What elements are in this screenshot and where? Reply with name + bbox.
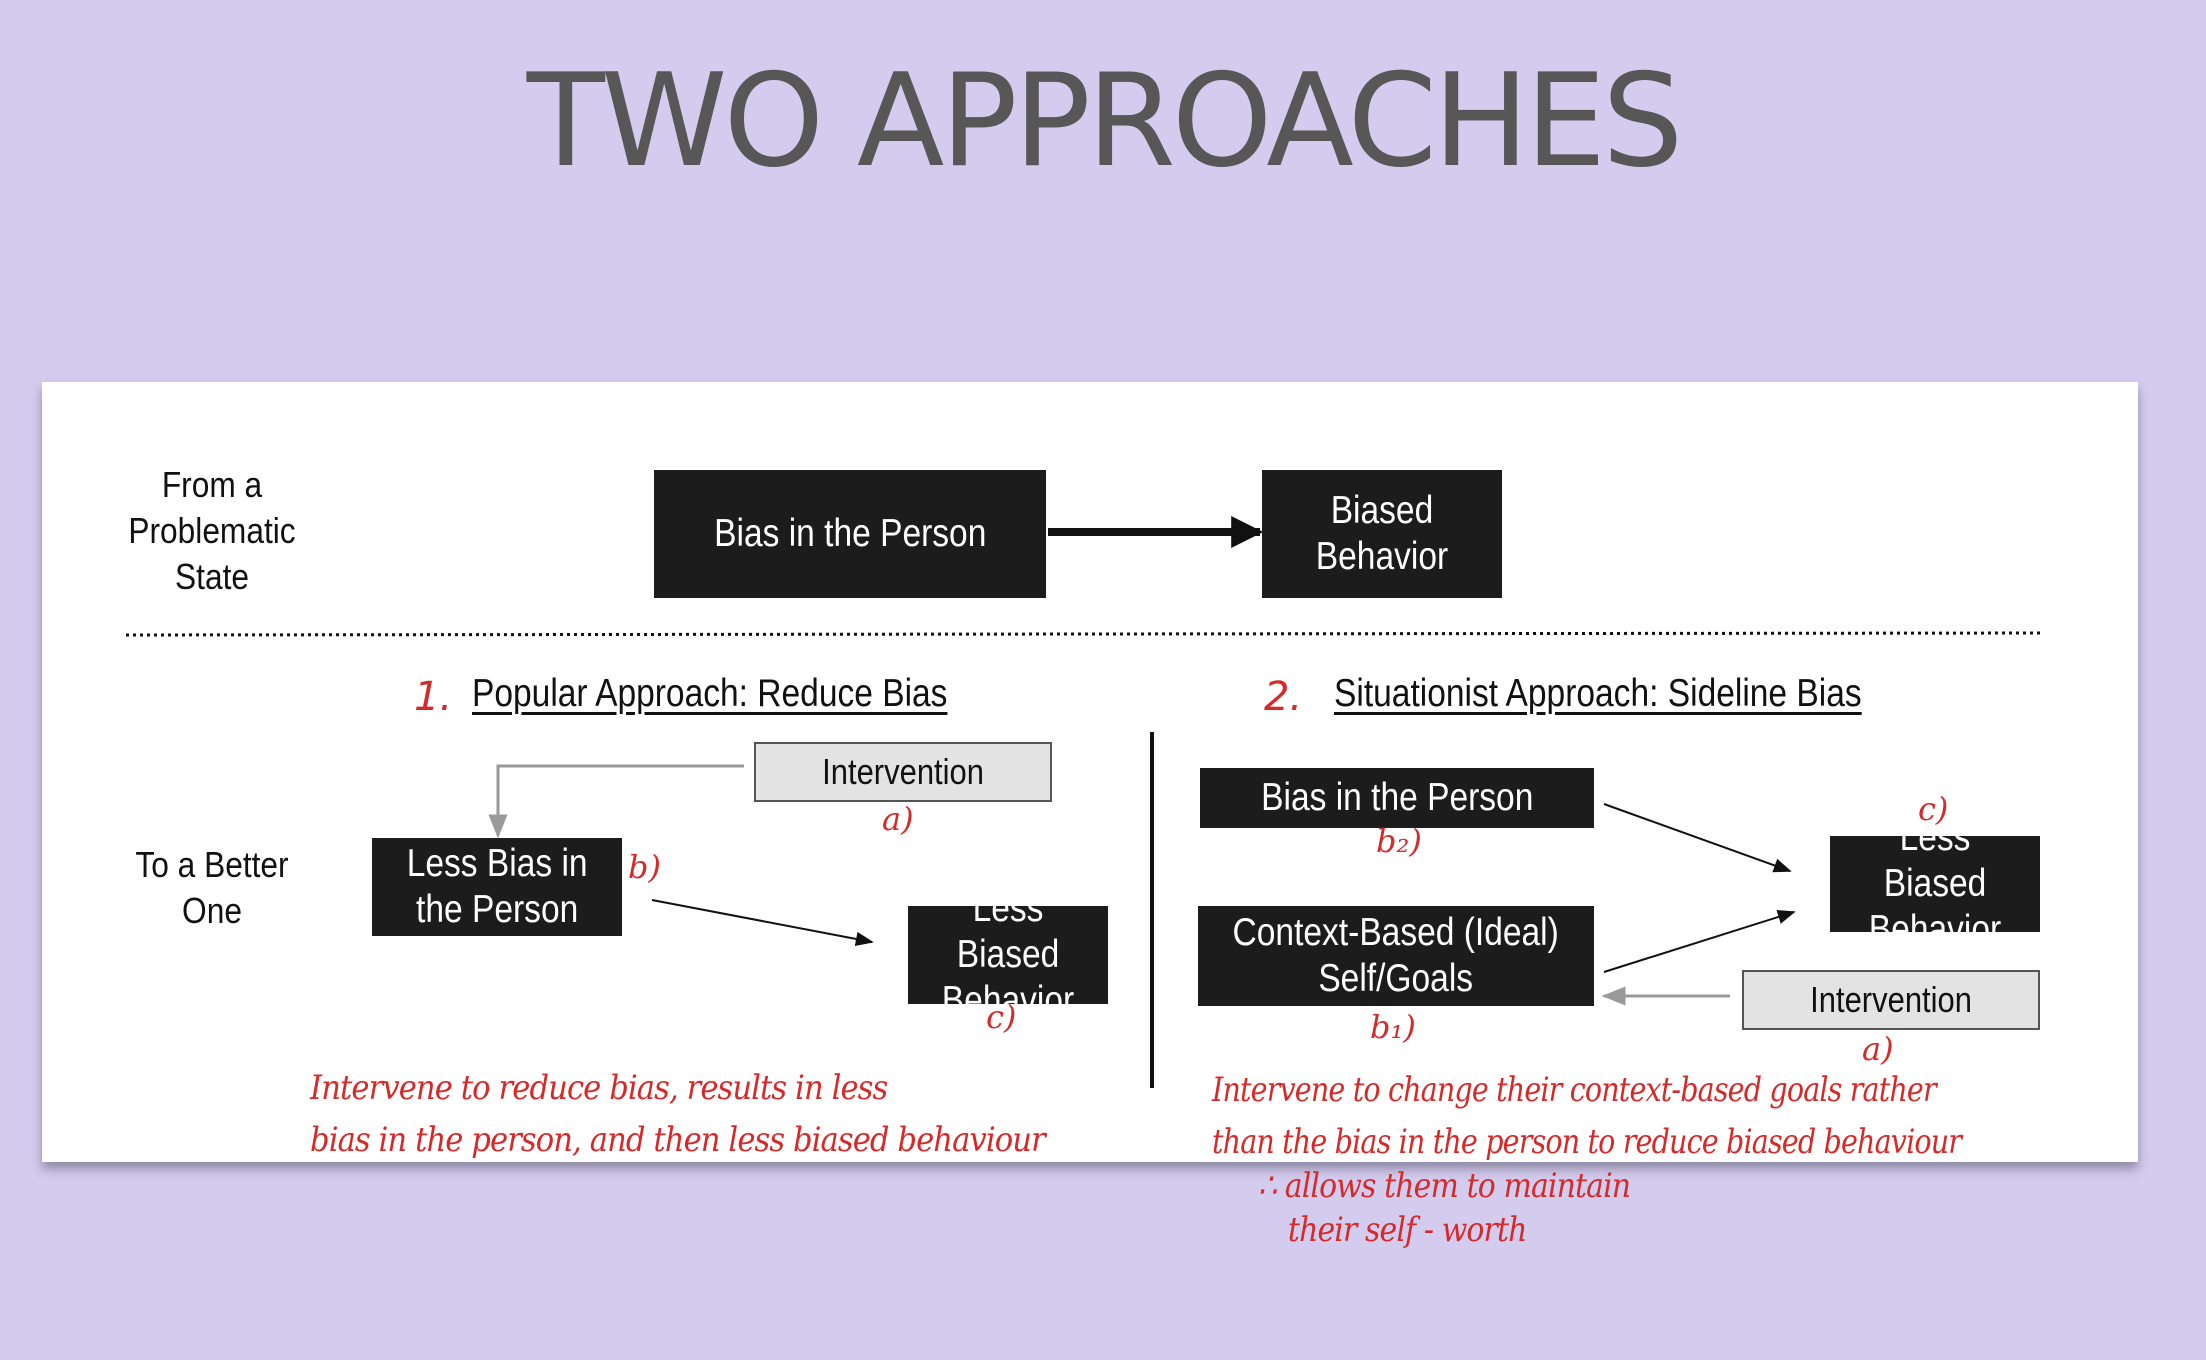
connector-arrows: [125, 516, 2045, 1088]
to-state-label: To a Better One: [135, 844, 289, 931]
approach2-annotation-therefore: ∴ allows them to maintain their self - w…: [1258, 1166, 1631, 1250]
approach2-annotation: Intervene to change their context-based …: [1212, 1070, 1962, 1162]
arrow-bias-person-to-outcome: [1603, 803, 1792, 873]
approach2-heading: Situationist Approach: Sideline Bias: [1334, 672, 1862, 715]
arrow-less-bias-to-less-biased: [651, 899, 874, 947]
arrow-intervention-to-less-bias: [488, 764, 744, 839]
approach2-context-box: Context-Based (Ideal)Self/Goals: [1198, 906, 1594, 1006]
approach1-intervention-box: Intervention: [754, 742, 1052, 802]
approach2-tag-c: c): [1918, 790, 1949, 828]
slide-title: TWO APPROACHES: [526, 47, 1684, 196]
approach2-number: 2.: [1264, 674, 1303, 720]
arrow-context-to-outcome: [1603, 910, 1796, 973]
approach2-tag-b1: b₁): [1370, 1008, 1416, 1046]
approach2-tag-b2: b₂): [1376, 822, 1422, 860]
approach1-tag-c: c): [986, 998, 1017, 1036]
approach1-number: 1.: [414, 674, 453, 720]
approach1-tag-b: b): [628, 848, 661, 886]
approach1-heading: Popular Approach: Reduce Bias: [472, 672, 948, 715]
approach2-bias-in-person-box: Bias in the Person: [1200, 768, 1594, 828]
approach2-tag-a: a): [1862, 1030, 1894, 1068]
approach1-annotation: Intervene to reduce bias, results in les…: [310, 1068, 1046, 1160]
approach1-tag-a: a): [882, 800, 914, 838]
from-state-label: From a Problematic State: [128, 464, 296, 597]
dotted-divider: [125, 631, 2045, 637]
approach2-intervention-box: Intervention: [1742, 970, 2040, 1030]
bias-in-person-box: Bias in the Person: [654, 470, 1046, 598]
diagram-panel: From a Problematic State To a Better One…: [42, 382, 2138, 1162]
